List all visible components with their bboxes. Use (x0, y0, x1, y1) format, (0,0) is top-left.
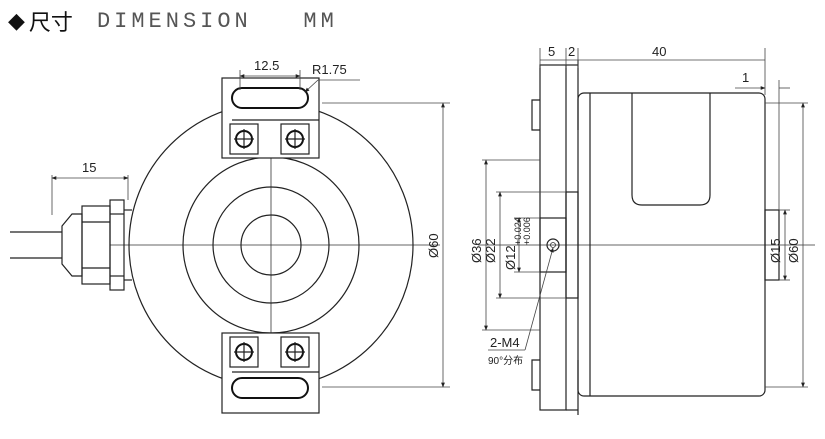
front-bore-circle (240, 214, 302, 276)
dim-2-label: 2 (568, 44, 575, 59)
front-view: 15 12.5 R1.75 Ø60 (10, 58, 450, 414)
dim-radius-label: R1.75 (312, 62, 347, 77)
header: ◆ 尺寸 DIMENSION MM (8, 6, 338, 37)
dim-side-60-label: Ø60 (786, 238, 801, 263)
dim-front-outer-label: Ø60 (426, 233, 441, 258)
dim-12-label: Ø12 (503, 245, 518, 270)
side-flange (539, 64, 567, 411)
front-hub-circle (212, 186, 330, 304)
tolerance-lower: +0.006 (522, 217, 532, 245)
tolerance-upper: +0.024 (513, 217, 523, 245)
dim-22-label: Ø22 (483, 238, 498, 263)
dim-15-label: Ø15 (768, 238, 783, 263)
dim-40-label: 40 (652, 44, 666, 59)
bottom-bracket (221, 332, 320, 414)
cable-gland (10, 199, 132, 291)
title-chinese: 尺寸 (28, 11, 73, 36)
side-body (577, 92, 766, 397)
dim-slot-width-label: 12.5 (254, 58, 279, 73)
dim-5-label: 5 (548, 44, 555, 59)
diamond-bullet-icon: ◆ (8, 8, 25, 34)
title-english: DIMENSION MM (96, 8, 338, 34)
dim-1-label: 1 (742, 70, 749, 85)
top-bracket (221, 77, 320, 159)
dim-36-label: Ø36 (469, 238, 484, 263)
side-view: 5 2 40 1 Ø36 Ø22 Ø12 +0.024 +0.006 Ø15 Ø… (469, 44, 815, 415)
dim-cable-label: 15 (82, 160, 96, 175)
screw-label: 2-M4 (490, 335, 520, 350)
screw-note: 90°分布 (488, 355, 523, 367)
